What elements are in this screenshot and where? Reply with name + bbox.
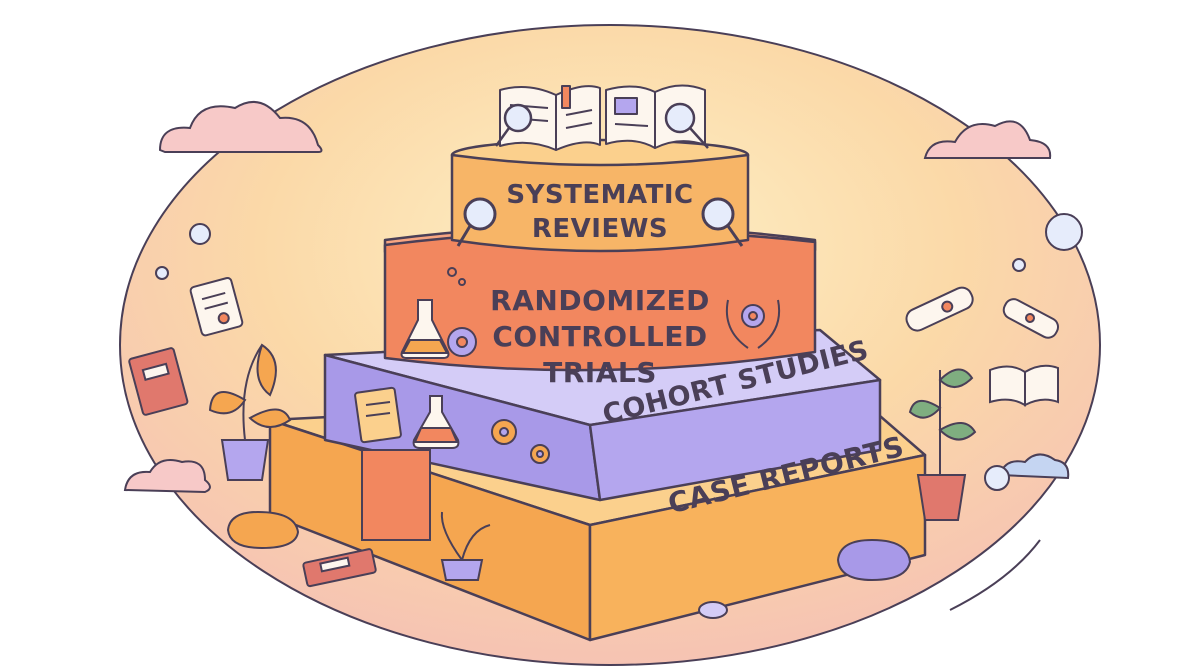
bookmark-icon bbox=[361, 449, 431, 541]
tier-label-line: RANDOMIZED bbox=[490, 284, 710, 317]
scroll-icon bbox=[1002, 298, 1060, 339]
tier-label-systematic-reviews: SYSTEMATIC REVIEWS bbox=[470, 178, 730, 246]
plant-icon bbox=[908, 368, 977, 521]
gear-icon bbox=[447, 327, 477, 357]
note-icon bbox=[354, 386, 402, 444]
cloud-icon bbox=[158, 100, 323, 153]
tier-systematic-reviews bbox=[450, 138, 750, 253]
tier-label-line: REVIEWS bbox=[531, 214, 669, 244]
bubble-icon bbox=[189, 223, 211, 245]
magnifier-icon bbox=[664, 102, 709, 149]
gear-icon bbox=[530, 444, 550, 464]
scroll-icon bbox=[189, 276, 244, 337]
laurel-icon bbox=[726, 299, 780, 349]
magnifier-icon bbox=[701, 197, 744, 247]
cloud-icon bbox=[998, 453, 1070, 480]
background-swoosh bbox=[949, 539, 1041, 611]
magnifier-icon bbox=[494, 103, 533, 147]
tier-label-randomized-controlled-trials: RANDOMIZED CONTROLLED TRIALS bbox=[440, 283, 760, 391]
bubble-icon bbox=[1045, 213, 1083, 251]
cloud-icon bbox=[923, 120, 1052, 159]
tier-label-line: SYSTEMATIC bbox=[506, 180, 694, 210]
plant-icon bbox=[208, 343, 292, 481]
book-icon bbox=[128, 347, 189, 416]
cloud-icon bbox=[123, 459, 211, 494]
open-book-icon bbox=[989, 364, 1059, 407]
flask-icon bbox=[400, 267, 466, 359]
stone-icon bbox=[836, 538, 912, 582]
tier-label-line: TRIALS bbox=[543, 356, 657, 389]
gear-icon bbox=[491, 419, 517, 445]
scroll-icon bbox=[905, 286, 974, 332]
stone-icon bbox=[226, 510, 300, 550]
flask-icon bbox=[412, 395, 460, 449]
stone-icon bbox=[698, 601, 728, 619]
book-icon bbox=[302, 548, 377, 588]
magnifier-icon bbox=[456, 197, 497, 247]
plant-icon bbox=[440, 511, 491, 581]
bubble-icon bbox=[155, 266, 169, 280]
bubble-icon bbox=[984, 465, 1010, 491]
tier-label-line: CONTROLLED bbox=[492, 320, 708, 353]
bubble-icon bbox=[1012, 258, 1026, 272]
